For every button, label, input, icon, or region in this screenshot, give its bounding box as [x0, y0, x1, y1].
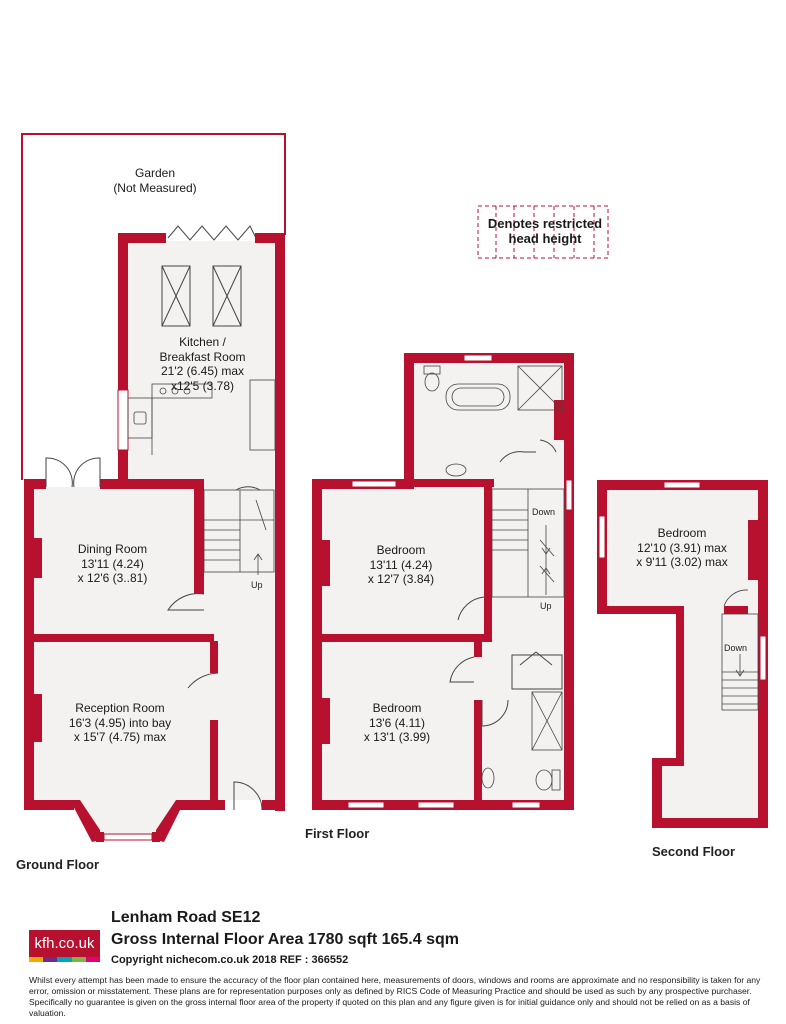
second-floor-plan: [597, 480, 768, 828]
reception-room-label: Reception Room 16'3 (4.95) into bay x 15…: [68, 701, 172, 744]
property-address: Lenham Road SE12: [111, 909, 261, 926]
ground-stair-up-label: Up: [251, 580, 263, 590]
logo-stripe-3: [57, 957, 72, 962]
legend-line-1: Denotes restricted: [487, 216, 603, 231]
garden-label: Garden (Not Measured): [113, 166, 197, 195]
logo-stripe-5: [86, 957, 100, 962]
dining-room-label: Dining Room 13'11 (4.24) x 12'6 (3..81): [77, 542, 148, 585]
ground-floor-title: Ground Floor: [16, 857, 100, 872]
copyright: Copyright nichecom.co.uk 2018 REF : 3665…: [111, 954, 349, 966]
second-stair-down-label: Down: [724, 643, 748, 653]
legend-line-2: head height: [508, 231, 582, 246]
first-stair-up-label: Up: [540, 601, 552, 611]
second-floor-title: Second Floor: [652, 844, 736, 859]
kitchen-label: Kitchen / Breakfast Room 21'2 (6.45) max…: [159, 335, 246, 393]
second-bedroom-label: Bedroom 12'10 (3.91) max x 9'11 (3.02) m…: [636, 526, 728, 569]
disclaimer: Whilst every attempt has been made to en…: [29, 975, 761, 1018]
first-bedroom-rear-label: Bedroom 13'6 (4.11) x 13'1 (3.99): [363, 701, 431, 744]
first-stair-down-label: Down: [532, 507, 556, 517]
logo-stripe-2: [43, 957, 57, 962]
floor-area: Gross Internal Floor Area 1780 sqft 165.…: [111, 931, 459, 948]
first-floor-plan: [312, 353, 574, 810]
logo-stripe-1: [29, 957, 43, 962]
ground-floor-plan: [24, 225, 285, 842]
first-floor-title: First Floor: [305, 826, 370, 841]
kfh-logo: kfh.co.uk: [29, 930, 100, 962]
logo-stripe-4: [72, 957, 86, 962]
first-bedroom-front-label: Bedroom 13'11 (4.24) x 12'7 (3.84): [367, 543, 435, 586]
logo-text: kfh.co.uk: [34, 935, 95, 952]
garden-outline: [21, 133, 286, 480]
restricted-height-legend-box: [477, 205, 609, 259]
restricted-height-legend: Denotes restricted head height: [482, 216, 608, 246]
